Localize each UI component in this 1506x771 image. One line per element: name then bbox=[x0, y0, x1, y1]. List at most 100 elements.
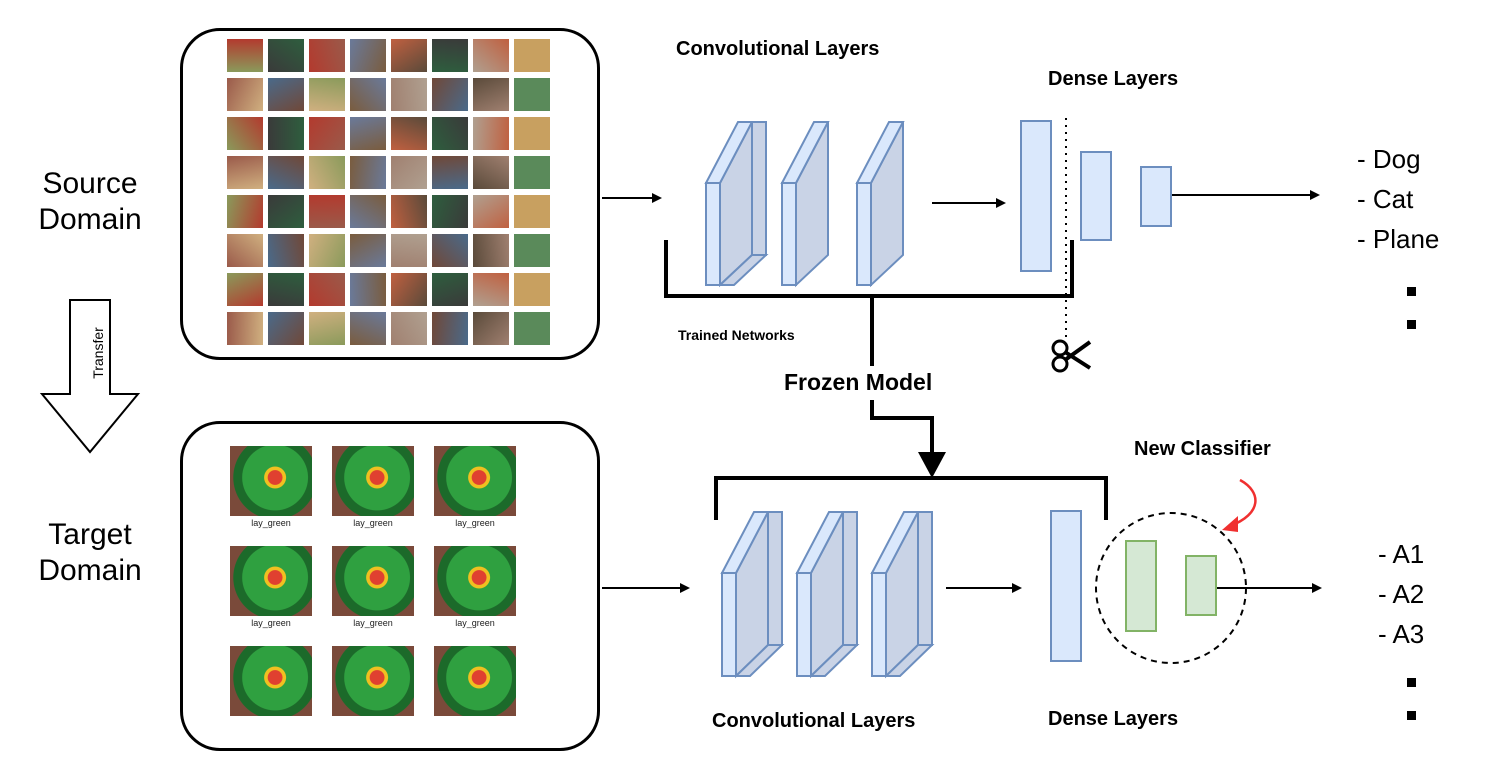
source-conv-label: Convolutional Layers bbox=[676, 38, 880, 60]
source-ellipsis-dot-1 bbox=[1407, 287, 1416, 296]
new-classifier-layer-2 bbox=[1185, 555, 1217, 616]
source-photo-thumbnail bbox=[514, 273, 550, 306]
source-photo-thumbnail bbox=[473, 195, 509, 228]
frozen-arrowhead bbox=[918, 452, 946, 478]
source-photo-thumbnail bbox=[432, 117, 468, 150]
source-photo-thumbnail bbox=[514, 234, 550, 267]
source-photo-thumbnail bbox=[350, 78, 386, 111]
source-photo-thumbnail bbox=[391, 117, 427, 150]
source-photo-thumbnail bbox=[350, 39, 386, 72]
source-dense-label: Dense Layers bbox=[1048, 68, 1179, 90]
trained-networks-bracket bbox=[664, 240, 1074, 298]
source-conv-stack bbox=[704, 121, 905, 288]
red-pointer-arrowhead bbox=[1222, 516, 1238, 532]
conv-layer-2 bbox=[780, 121, 830, 288]
source-photo-thumbnail bbox=[473, 117, 509, 150]
target-output-a3: - A3 bbox=[1378, 619, 1425, 649]
source-photo-thumbnail bbox=[473, 312, 509, 345]
source-dense-layer-1 bbox=[1020, 120, 1052, 272]
source-photo-thumbnail bbox=[309, 312, 345, 345]
target-product-thumbnail bbox=[332, 646, 414, 716]
source-photo-thumbnail bbox=[391, 156, 427, 189]
source-photo-thumbnail bbox=[514, 312, 550, 345]
source-photo-thumbnail bbox=[309, 78, 345, 111]
source-dense-layer-3 bbox=[1140, 166, 1172, 227]
trained-networks-label: Trained Networks bbox=[678, 327, 795, 343]
target-thumbnail-caption: lay_green bbox=[353, 618, 393, 628]
frozen-model-bracket bbox=[714, 476, 1108, 520]
source-photo-thumbnail bbox=[227, 39, 263, 72]
scissors-icon bbox=[1051, 339, 1092, 373]
target-product-thumbnail bbox=[434, 446, 516, 516]
source-ellipsis-dot-2 bbox=[1407, 320, 1416, 329]
target-thumbnail-caption: lay_green bbox=[353, 518, 393, 528]
red-pointer-arrow bbox=[1229, 478, 1257, 528]
source-dense-layer-2 bbox=[1080, 151, 1112, 241]
source-photo-thumbnail bbox=[268, 195, 304, 228]
source-photo-thumbnail bbox=[514, 117, 550, 150]
target-image-panel: lay_green lay_green lay_green lay_green lay_… bbox=[180, 421, 600, 751]
transfer-arrow bbox=[39, 299, 141, 454]
source-photo-thumbnail bbox=[350, 234, 386, 267]
source-photo-thumbnail bbox=[227, 117, 263, 150]
source-photo-thumbnail bbox=[391, 195, 427, 228]
source-photo-thumbnail bbox=[268, 273, 304, 306]
source-photo-thumbnail bbox=[473, 156, 509, 189]
source-photo-thumbnail bbox=[432, 156, 468, 189]
source-conv-faces bbox=[717, 121, 769, 286]
frozen-model-label: Frozen Model bbox=[784, 369, 933, 395]
source-photo-thumbnail bbox=[227, 78, 263, 111]
source-photo-thumbnail bbox=[227, 156, 263, 189]
source-output-plane: - Plane bbox=[1357, 224, 1440, 254]
source-photo-thumbnail bbox=[350, 312, 386, 345]
new-classifier-layer-1 bbox=[1125, 540, 1157, 632]
source-photo-thumbnail bbox=[227, 312, 263, 345]
source-photo-thumbnail bbox=[309, 117, 345, 150]
source-photo-thumbnail bbox=[268, 312, 304, 345]
source-photo-thumbnail bbox=[268, 117, 304, 150]
source-photo-thumbnail bbox=[350, 273, 386, 306]
target-conv-layer-3 bbox=[870, 511, 935, 679]
source-photo-thumbnail bbox=[473, 234, 509, 267]
source-photo-thumbnail bbox=[514, 78, 550, 111]
source-photo-thumbnail bbox=[391, 273, 427, 306]
source-photo-thumbnail bbox=[432, 234, 468, 267]
target-conv-layer-2 bbox=[795, 511, 860, 679]
source-photo-thumbnail bbox=[432, 195, 468, 228]
transfer-label: Transfer bbox=[89, 327, 106, 379]
target-conv-stack bbox=[720, 511, 935, 679]
conv-layer-3 bbox=[855, 121, 905, 288]
source-photo-thumbnail bbox=[473, 39, 509, 72]
source-output-cat: - Cat bbox=[1357, 184, 1414, 214]
target-thumbnail-caption: lay_green bbox=[455, 518, 495, 528]
source-photo-thumbnail bbox=[432, 39, 468, 72]
source-photo-thumbnail bbox=[432, 78, 468, 111]
target-dense-layer bbox=[1050, 510, 1082, 662]
source-photo-thumbnail bbox=[514, 156, 550, 189]
source-photo-thumbnail bbox=[391, 39, 427, 72]
target-domain-label: Target Domain bbox=[38, 518, 142, 587]
source-photo-thumbnail bbox=[391, 312, 427, 345]
source-photo-thumbnail bbox=[350, 195, 386, 228]
target-output-a2: - A2 bbox=[1378, 579, 1425, 609]
target-thumbnail-caption: lay_green bbox=[251, 618, 291, 628]
source-photo-thumbnail bbox=[350, 117, 386, 150]
source-photo-thumbnail bbox=[227, 234, 263, 267]
source-photo-thumbnail bbox=[514, 39, 550, 72]
source-photo-thumbnail bbox=[309, 234, 345, 267]
target-output-a1: - A1 bbox=[1378, 539, 1425, 569]
source-photo-thumbnail bbox=[350, 156, 386, 189]
target-dense-label: Dense Layers bbox=[1048, 708, 1179, 730]
source-photo-thumbnail bbox=[391, 234, 427, 267]
source-photo-thumbnail bbox=[473, 78, 509, 111]
source-photo-thumbnail bbox=[514, 195, 550, 228]
target-thumbnail-caption: lay_green bbox=[455, 618, 495, 628]
target-ellipsis-dot-2 bbox=[1407, 711, 1416, 720]
source-domain-label: Source Domain bbox=[38, 167, 142, 236]
source-photo-thumbnail bbox=[309, 273, 345, 306]
source-photo-thumbnail bbox=[268, 234, 304, 267]
source-photo-thumbnail bbox=[227, 273, 263, 306]
source-photo-thumbnail bbox=[473, 273, 509, 306]
